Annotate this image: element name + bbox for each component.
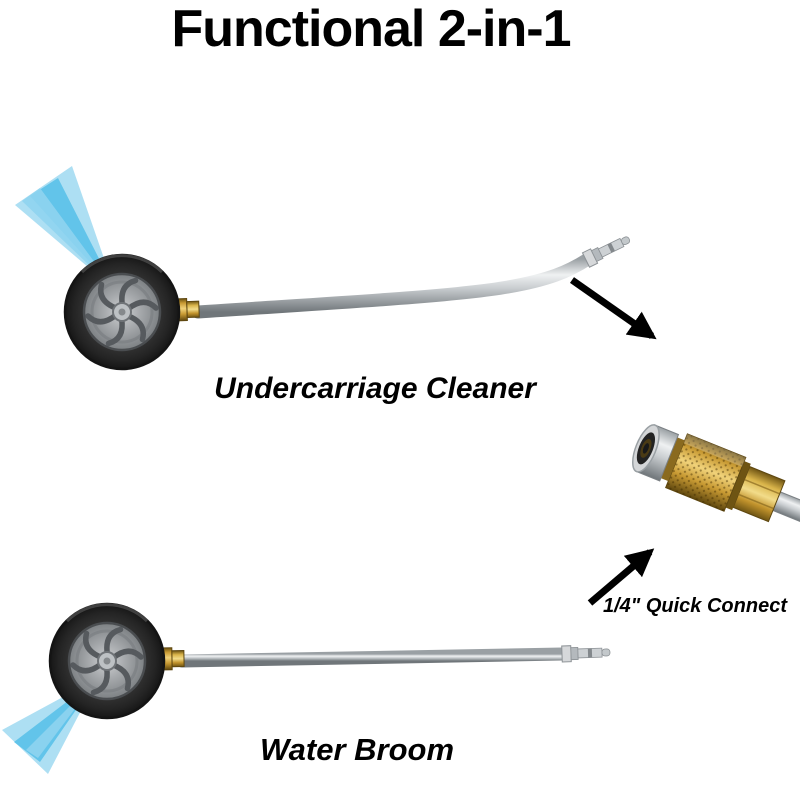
water-broom-image: [2, 604, 611, 774]
rotary-wheel-head-top: [65, 255, 179, 369]
water-broom-label: Water Broom: [260, 732, 454, 767]
undercarriage-cleaner-label: Undercarriage Cleaner: [214, 372, 538, 405]
quick-connect-plug-top: [581, 231, 634, 268]
arrow-to-connector-icon: [569, 277, 657, 340]
rotary-wheel-head-bottom: [50, 604, 164, 718]
wand-tube-top: [191, 252, 595, 319]
wand-tube-bottom: [175, 647, 569, 668]
quick-connect-plug-bottom: [561, 643, 611, 663]
page-title: Functional 2-in-1: [172, 0, 571, 58]
undercarriage-cleaner-image: [15, 166, 634, 369]
arrow-from-label-icon: [587, 548, 655, 606]
quick-connect-image: [631, 424, 800, 593]
quick-connect-label: 1/4" Quick Connect: [603, 595, 788, 617]
